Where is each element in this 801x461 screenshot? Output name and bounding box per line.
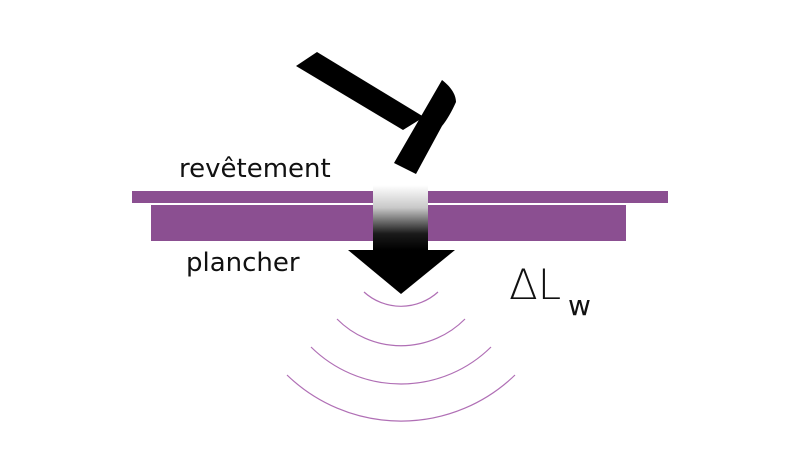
covering-label: revêtement	[179, 154, 331, 184]
sound-wave	[336, 318, 466, 347]
sound-wave	[310, 346, 492, 385]
floor-label: plancher	[186, 248, 300, 278]
sound-waves-icon	[286, 291, 516, 422]
delta-lw-label: ΔL	[509, 260, 562, 309]
delta-lw-subscript: w	[568, 289, 591, 322]
sound-wave	[363, 291, 439, 307]
sound-wave	[286, 374, 516, 422]
hammer-icon	[296, 52, 456, 174]
impact-point	[373, 185, 428, 250]
hammer-handle	[296, 52, 424, 130]
hammer-head	[394, 80, 456, 174]
arrow-down-icon	[348, 250, 455, 294]
